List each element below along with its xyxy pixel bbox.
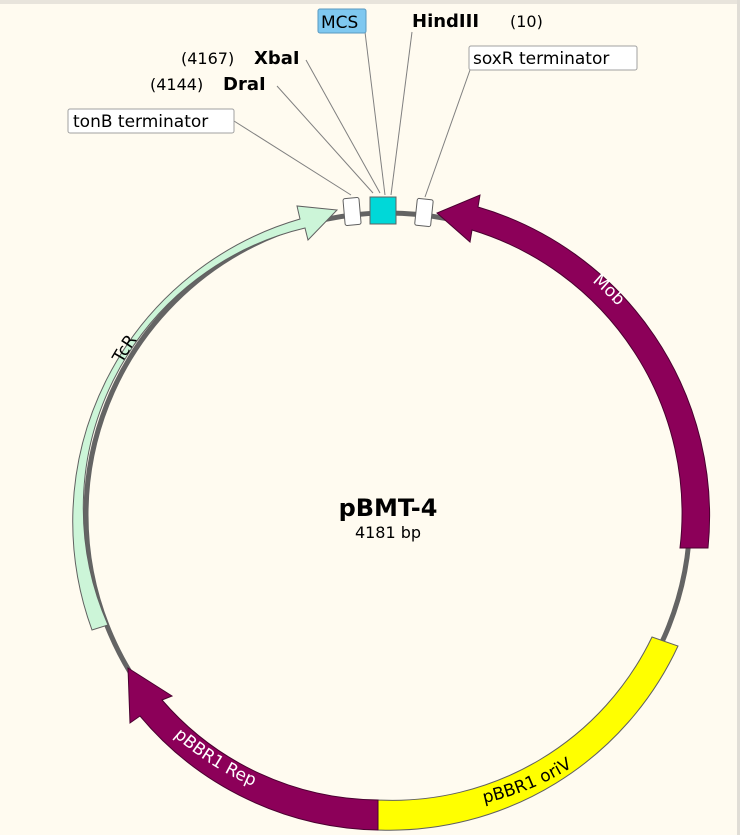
- label-leader-lines: [233, 31, 471, 198]
- plasmid-size: 4181 bp: [355, 523, 421, 542]
- feature-tonb-box[interactable]: [342, 197, 362, 226]
- drai-site-position: (4144): [150, 75, 203, 94]
- right-border: [737, 0, 740, 835]
- soxr-label-text[interactable]: soxR terminator: [473, 49, 609, 69]
- soxr-label-box: [468, 45, 638, 71]
- feature-rep-arrow[interactable]: [127, 667, 379, 831]
- plasmid-name: pBMT-4: [339, 494, 438, 522]
- feature-mcs-box[interactable]: [369, 196, 397, 225]
- mcs-label-box: [317, 8, 367, 34]
- xbai-site-name[interactable]: XbaI: [254, 48, 300, 69]
- mcs-label-text[interactable]: MCS: [321, 13, 358, 33]
- feature-tcr-arrow[interactable]: [72, 205, 339, 631]
- tonb-label-box: [67, 108, 235, 134]
- feature-soxr-box[interactable]: [414, 197, 434, 228]
- feature-oriv-label: pBBR1 oriV: [481, 754, 576, 808]
- top-border: [0, 0, 740, 4]
- xbai-site-position: (4167): [181, 49, 234, 68]
- feature-oriv-block[interactable]: [377, 636, 679, 831]
- tonb-label-text[interactable]: tonB terminator: [73, 112, 208, 132]
- feature-mob-arrow[interactable]: [436, 194, 711, 549]
- hindiii-site-name[interactable]: HindIII: [412, 11, 479, 32]
- hindiii-site-position: (10): [510, 12, 543, 31]
- drai-site-name[interactable]: DraI: [223, 74, 266, 95]
